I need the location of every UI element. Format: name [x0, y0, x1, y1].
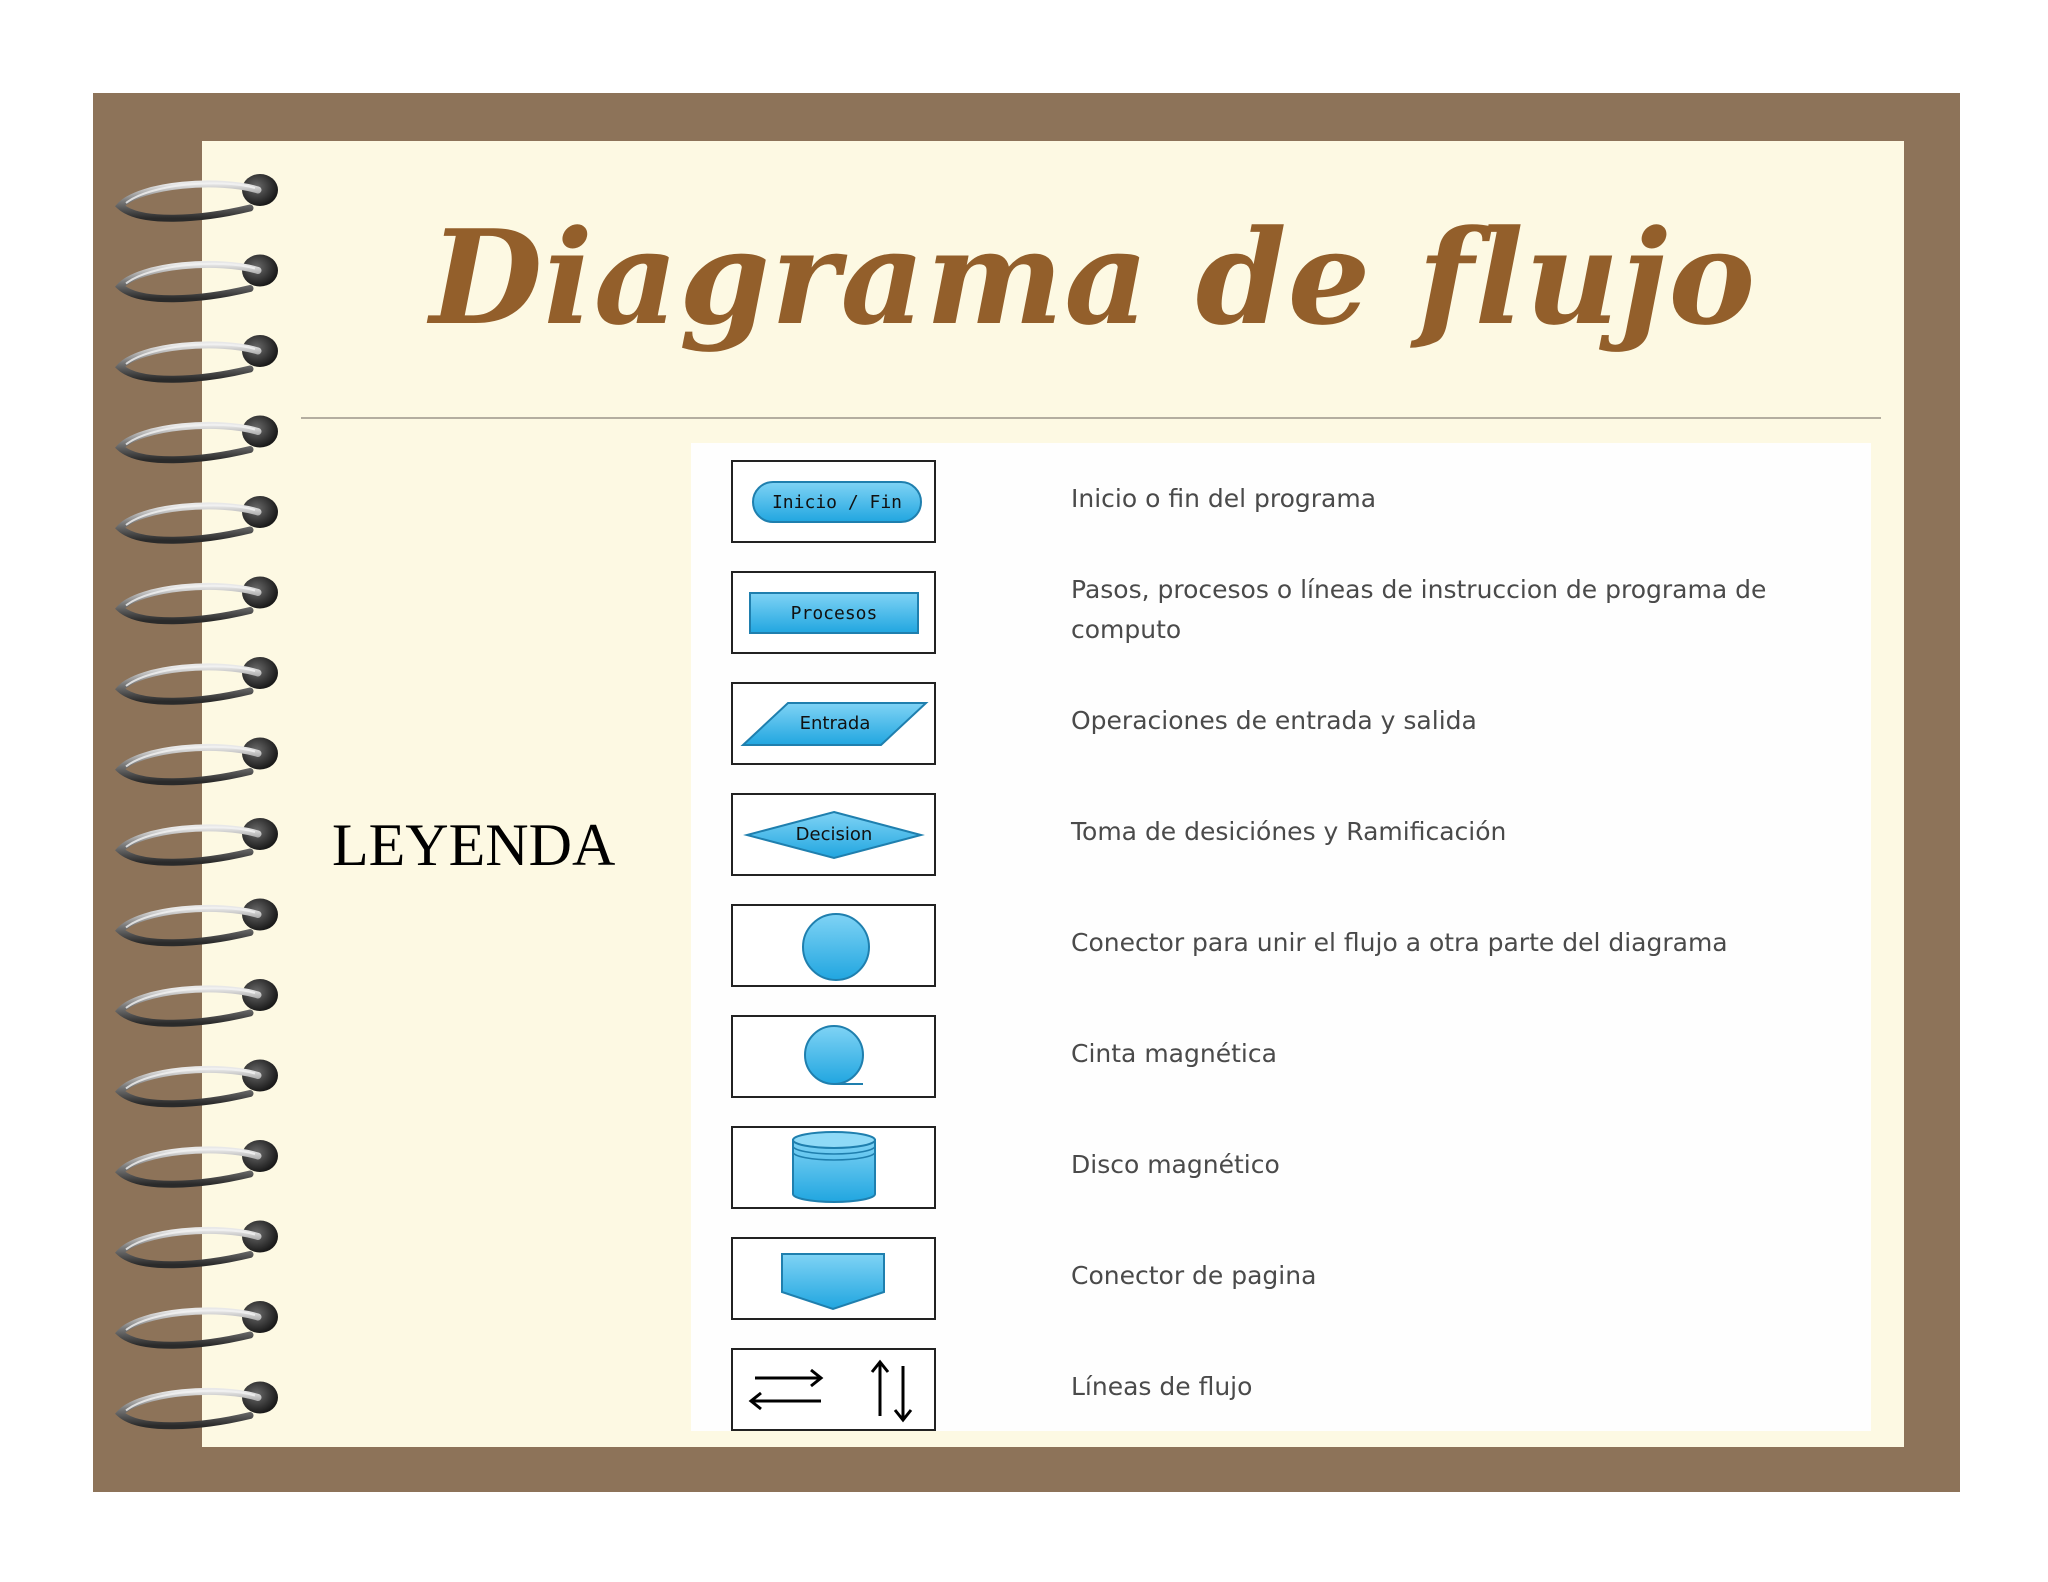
- notebook-page: Diagrama de flujo LEYENDA Inicio / Fin: [202, 141, 1904, 1447]
- page-connector-description: Conector de pagina: [1071, 1260, 1317, 1290]
- legend-row-process: Procesos Pasos, procesos o líneas de ins…: [691, 554, 1871, 665]
- legend-row-page-connector: Conector de pagina: [691, 1220, 1871, 1331]
- input-output-shape-label: Entrada: [800, 713, 871, 734]
- terminator-symbol-box: Inicio / Fin: [731, 460, 936, 543]
- magnetic-tape-shape-icon: [804, 1025, 864, 1085]
- legend-row-magnetic-disk: Disco magnético: [691, 1109, 1871, 1220]
- spiral-ring: [115, 496, 278, 544]
- magnetic-disk-description: Disco magnético: [1071, 1149, 1280, 1179]
- process-shape-label: Procesos: [791, 603, 878, 624]
- magnetic-tape-symbol-box: [731, 1015, 936, 1098]
- magnetic-tape-description: Cinta magnética: [1071, 1038, 1277, 1068]
- input-output-symbol-box: Entrada: [731, 682, 936, 765]
- spiral-ring: [115, 1140, 278, 1188]
- spiral-ring: [115, 818, 278, 866]
- spiral-ring: [115, 335, 278, 383]
- notebook-spiral-binding: [115, 174, 278, 1430]
- legend-row-decision: Decision Toma de desiciónes y Ramificaci…: [691, 776, 1871, 887]
- decision-symbol-box: Decision: [731, 793, 936, 876]
- flow-lines-symbol-box: [731, 1348, 936, 1431]
- spiral-ring: [115, 1301, 278, 1349]
- legend-row-input-output: Entrada Operaciones de entrada y salida: [691, 665, 1871, 776]
- page-connector-symbol-box: [731, 1237, 936, 1320]
- page-title: Diagrama de flujo: [429, 201, 1757, 354]
- connector-description: Conector para unir el flujo a otra parte…: [1071, 927, 1728, 957]
- decision-shape-label: Decision: [796, 824, 873, 845]
- flow-lines-description: Líneas de flujo: [1071, 1371, 1253, 1401]
- legend-label: LEYENDA: [332, 812, 616, 878]
- decision-shape-icon: [743, 810, 925, 860]
- legend-row-connector: Conector para unir el flujo a otra parte…: [691, 887, 1871, 998]
- terminator-shape-icon: [752, 481, 922, 523]
- spiral-ring: [115, 415, 278, 464]
- horizontal-flow-arrows-icon: [748, 1368, 824, 1411]
- legend-panel: Inicio / Fin Inicio o fin del programa: [691, 443, 1871, 1431]
- spiral-ring: [115, 1381, 278, 1430]
- spiral-ring: [115, 576, 278, 625]
- terminator-shape-label: Inicio / Fin: [772, 492, 902, 513]
- spiral-ring: [115, 254, 278, 303]
- input-output-description: Operaciones de entrada y salida: [1071, 705, 1477, 735]
- title-divider: [301, 417, 1881, 419]
- process-description: Pasos, procesos o líneas de instruccion …: [1071, 574, 1767, 644]
- legend-row-magnetic-tape: Cinta magnética: [691, 998, 1871, 1109]
- notebook-frame: Diagrama de flujo LEYENDA Inicio / Fin: [93, 93, 1960, 1492]
- decision-description: Toma de desiciónes y Ramificación: [1071, 816, 1507, 846]
- spiral-ring: [115, 174, 278, 222]
- magnetic-disk-shape-icon: [792, 1131, 876, 1203]
- magnetic-disk-symbol-box: [731, 1126, 936, 1209]
- legend-row-terminator: Inicio / Fin Inicio o fin del programa: [691, 443, 1871, 554]
- connector-symbol-box: [731, 904, 936, 987]
- spiral-ring: [115, 657, 278, 705]
- terminator-description: Inicio o fin del programa: [1071, 483, 1377, 513]
- spiral-ring: [115, 1220, 278, 1269]
- connector-shape-icon: [802, 913, 870, 981]
- input-output-shape-icon: [740, 702, 929, 746]
- legend-row-flow-lines: Líneas de flujo: [691, 1331, 1871, 1442]
- process-shape-icon: [749, 592, 919, 634]
- spiral-ring: [115, 1059, 278, 1108]
- process-symbol-box: Procesos: [731, 571, 936, 654]
- vertical-flow-arrows-icon: [870, 1359, 913, 1423]
- page-connector-shape-icon: [781, 1253, 885, 1311]
- spiral-ring: [115, 979, 278, 1027]
- spiral-ring: [115, 737, 278, 786]
- spiral-ring: [115, 898, 278, 947]
